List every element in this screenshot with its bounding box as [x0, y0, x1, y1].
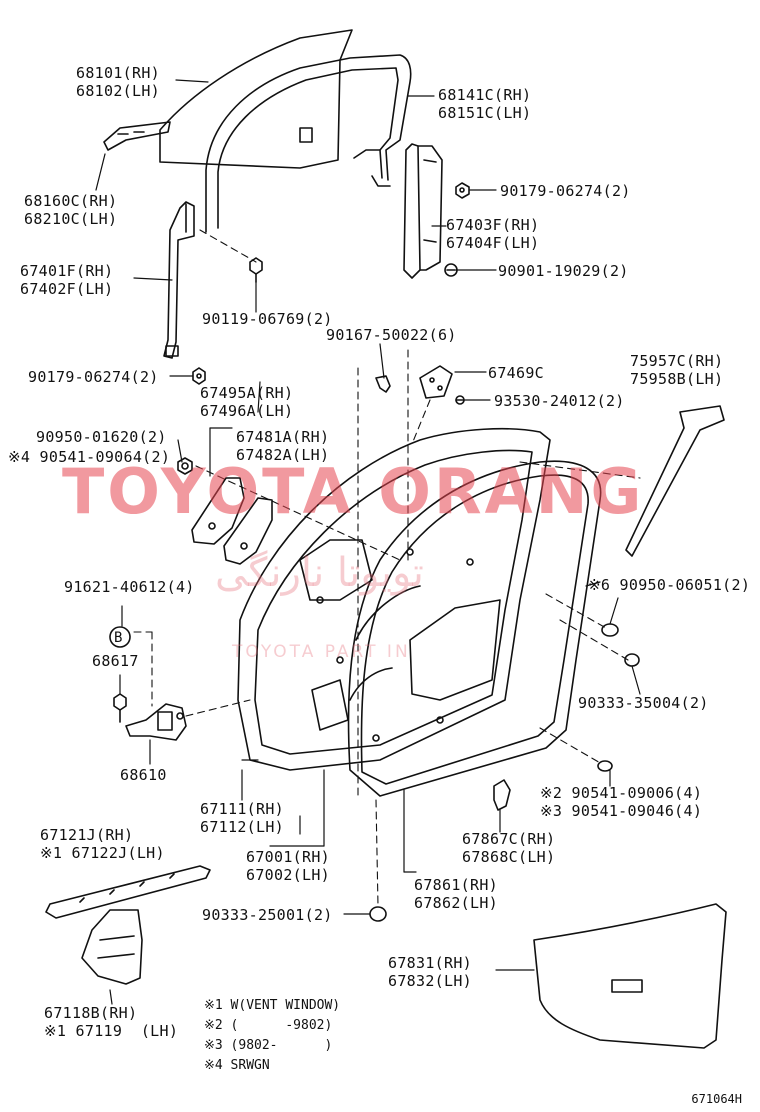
- label-67121j: 67121J(RH) ※1 67122J(LH): [40, 826, 165, 862]
- nut-90950: [177, 457, 193, 475]
- label-67495a: 67495A(RH) 67496A(LH): [200, 384, 294, 420]
- label-68160c: 68160C(RH) 68210C(LH): [24, 192, 118, 228]
- label-90333-25001: 90333-25001(2): [202, 906, 333, 924]
- label-67118b: 67118B(RH) ※1 67119 (LH): [44, 1004, 179, 1040]
- hole-plug-90333-25001: [369, 906, 387, 922]
- rear-sash-67403f: [403, 143, 443, 279]
- glass-channel-68160c: [103, 121, 171, 151]
- label-91621-40612: 91621-40612(4): [64, 578, 195, 596]
- label-90541-09064: ※4 90541-09064(2): [8, 448, 171, 466]
- label-67001: 67001(RH) 67002(LH): [246, 848, 330, 884]
- label-67469c: 67469C: [488, 364, 544, 382]
- footnote-1: ※1 W(VENT WINDOW): [204, 998, 341, 1013]
- label-67861: 67861(RH) 67862(LH): [414, 876, 498, 912]
- bolt-90179-upper: [455, 182, 470, 199]
- diagram-id: 671064H: [691, 1092, 742, 1106]
- label-90950-01620: 90950-01620(2): [36, 428, 167, 446]
- label-67401f: 67401F(RH) 67402F(LH): [20, 262, 114, 298]
- marker-b: [109, 626, 131, 648]
- screw-93530: [455, 395, 465, 405]
- label-68617: 68617: [92, 652, 139, 670]
- hinge-bolt-68617: [113, 693, 127, 723]
- footnote-2: ※2 ( -9802): [204, 1018, 333, 1033]
- label-90541-09006: ※2 90541-09006(4) ※3 90541-09046(4): [540, 784, 703, 820]
- bolt-90167: [375, 375, 391, 393]
- label-68610: 68610: [120, 766, 167, 784]
- leader-lines: [95, 79, 641, 1005]
- label-93530-24012: 93530-24012(2): [494, 392, 625, 410]
- label-75957c: 75957C(RH) 75958B(LH): [630, 352, 724, 388]
- weatherstrip-67861: [347, 460, 602, 797]
- label-90179-06274-upper: 90179-06274(2): [500, 182, 631, 200]
- footnote-4: ※4 SRWGN: [204, 1058, 270, 1073]
- label-67111: 67111(RH) 67112(LH): [200, 800, 284, 836]
- marker-b-text: B: [114, 630, 123, 646]
- label-68141c: 68141C(RH) 68151C(LH): [438, 86, 532, 122]
- label-90167-50022: 90167-50022(6): [326, 326, 457, 344]
- moulding-67121j: [45, 865, 211, 919]
- clip-67867c: [493, 779, 511, 811]
- protector-67118b: [81, 909, 143, 985]
- footnote-3: ※3 (9802- ): [204, 1038, 333, 1053]
- bolt-90179-lower: [192, 367, 206, 385]
- assembly-dashed-lines: [133, 229, 641, 907]
- garnish-75957c: [625, 405, 725, 557]
- glass-run-68141c: [205, 54, 412, 233]
- trim-board-67831: [533, 903, 727, 1049]
- mirror-seal-67481a: [191, 477, 273, 565]
- bracket-67469c: [419, 365, 453, 399]
- door-hinge-68610: [125, 703, 187, 741]
- label-67481a: 67481A(RH) 67482A(LH): [236, 428, 330, 464]
- label-67831: 67831(RH) 67832(LH): [388, 954, 472, 990]
- label-90901-19029: 90901-19029(2): [498, 262, 629, 280]
- bolt-90119: [249, 257, 263, 283]
- door-panel-67001: [237, 427, 551, 771]
- screw-90901: [444, 263, 458, 277]
- label-67867c: 67867C(RH) 67868C(LH): [462, 830, 556, 866]
- label-67403f: 67403F(RH) 67404F(LH): [446, 216, 540, 252]
- label-90333-35004: 90333-35004(2): [578, 694, 709, 712]
- door-glass-68101: [159, 29, 353, 169]
- clip-90541-09006: [597, 760, 613, 772]
- front-sash-67401f: [163, 201, 195, 359]
- label-68101: 68101(RH) 68102(LH): [76, 64, 160, 100]
- label-90119-06769: 90119-06769(2): [202, 310, 333, 328]
- hole-plug-90950-06051: [601, 623, 619, 637]
- label-90950-06051: ※6 90950-06051(2): [588, 576, 751, 594]
- label-90179-06274-lower: 90179-06274(2): [28, 368, 159, 386]
